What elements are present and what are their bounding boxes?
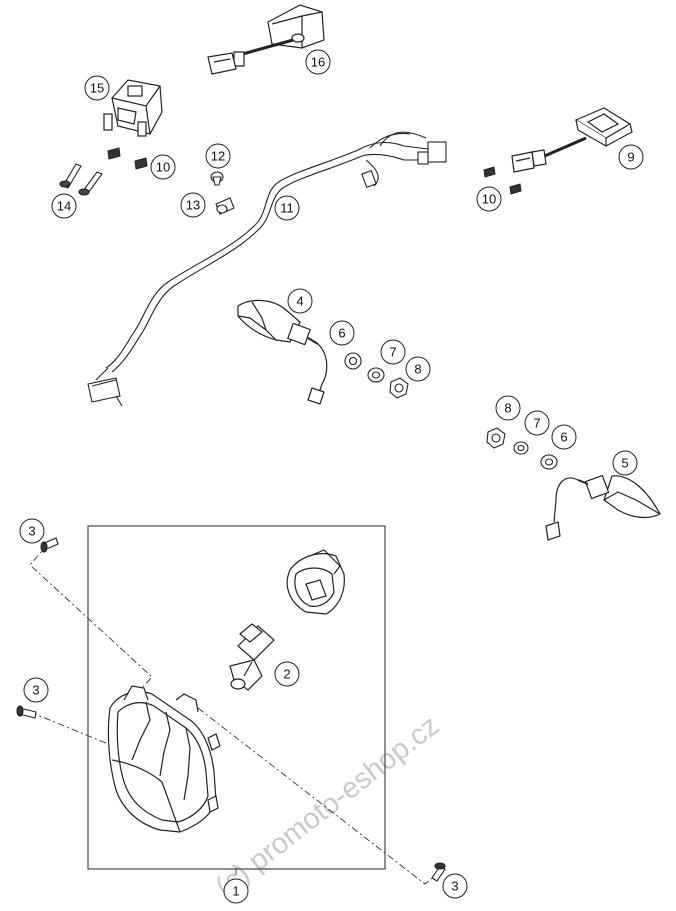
callout-4: 4 bbox=[287, 288, 313, 314]
svg-text:3: 3 bbox=[451, 879, 458, 894]
part-3-screws bbox=[16, 537, 446, 882]
callout-3-bottom: 3 bbox=[442, 873, 468, 899]
callout-10-right: 10 bbox=[476, 186, 502, 212]
svg-text:7: 7 bbox=[389, 345, 396, 360]
callout-15: 15 bbox=[84, 75, 110, 101]
parts-8-7-6-right-fasteners bbox=[486, 427, 558, 470]
svg-text:8: 8 bbox=[504, 401, 511, 416]
callout-11: 11 bbox=[274, 195, 300, 221]
callout-8-left: 8 bbox=[405, 356, 431, 382]
leader-screw-left bbox=[29, 711, 119, 749]
part-11-wiring-harness bbox=[87, 131, 447, 407]
callout-16: 16 bbox=[305, 49, 331, 75]
callout-7-right: 7 bbox=[524, 410, 550, 436]
callout-14: 14 bbox=[51, 193, 77, 219]
callout-3-left: 3 bbox=[23, 677, 49, 703]
callout-9: 9 bbox=[618, 144, 644, 170]
svg-text:1: 1 bbox=[232, 884, 239, 899]
svg-text:4: 4 bbox=[296, 294, 303, 309]
svg-text:16: 16 bbox=[311, 55, 325, 70]
callout-3-top: 3 bbox=[19, 518, 45, 544]
svg-text:8: 8 bbox=[414, 362, 421, 377]
svg-text:5: 5 bbox=[621, 456, 628, 471]
svg-text:11: 11 bbox=[280, 201, 294, 216]
watermark-text: (c) promoto-eshop.cz bbox=[210, 710, 446, 904]
callout-7-left: 7 bbox=[380, 339, 406, 365]
part-16-control-unit bbox=[207, 4, 325, 75]
callout-6-right: 6 bbox=[551, 424, 577, 450]
svg-text:15: 15 bbox=[90, 81, 104, 96]
part-2-bulb bbox=[229, 623, 275, 691]
part-4-left-indicator bbox=[237, 299, 328, 405]
part-15-switch-unit bbox=[103, 79, 163, 137]
callout-1: 1 bbox=[223, 878, 249, 904]
callout-10-left: 10 bbox=[150, 154, 176, 180]
callout-5: 5 bbox=[612, 450, 638, 476]
part-12-grommet bbox=[210, 171, 224, 186]
parts-6-7-8-left-fasteners bbox=[344, 352, 409, 399]
svg-text:2: 2 bbox=[283, 667, 290, 682]
part-10-screws-left bbox=[107, 147, 148, 170]
svg-text:13: 13 bbox=[186, 198, 200, 213]
part-9-plate-light bbox=[511, 107, 633, 173]
callout-12: 12 bbox=[205, 143, 231, 169]
part-5-right-indicator bbox=[545, 474, 661, 541]
callouts: 16 15 10 12 13 11 14 9 10 4 6 7 8 8 7 6 … bbox=[19, 49, 644, 904]
part-14-bolts bbox=[59, 163, 103, 196]
part-10-screws-right bbox=[483, 166, 522, 195]
callout-13: 13 bbox=[180, 192, 206, 218]
svg-text:10: 10 bbox=[482, 192, 496, 207]
callout-6-left: 6 bbox=[329, 320, 355, 346]
part-13-clip bbox=[215, 197, 235, 215]
svg-text:6: 6 bbox=[560, 430, 567, 445]
leader-screw-top bbox=[29, 543, 153, 691]
leader-lines bbox=[29, 543, 441, 885]
svg-text:7: 7 bbox=[533, 416, 540, 431]
callout-2: 2 bbox=[274, 661, 300, 687]
headlight-assembly-frame bbox=[87, 525, 386, 870]
svg-text:12: 12 bbox=[211, 149, 225, 164]
svg-text:3: 3 bbox=[32, 683, 39, 698]
svg-text:9: 9 bbox=[627, 150, 634, 165]
bulb-holder-socket bbox=[286, 549, 345, 615]
svg-text:6: 6 bbox=[338, 326, 345, 341]
part-1-headlight-housing bbox=[107, 685, 221, 833]
svg-text:14: 14 bbox=[57, 199, 71, 214]
svg-text:3: 3 bbox=[28, 524, 35, 539]
svg-text:10: 10 bbox=[156, 160, 170, 175]
callout-8-right: 8 bbox=[495, 395, 521, 421]
